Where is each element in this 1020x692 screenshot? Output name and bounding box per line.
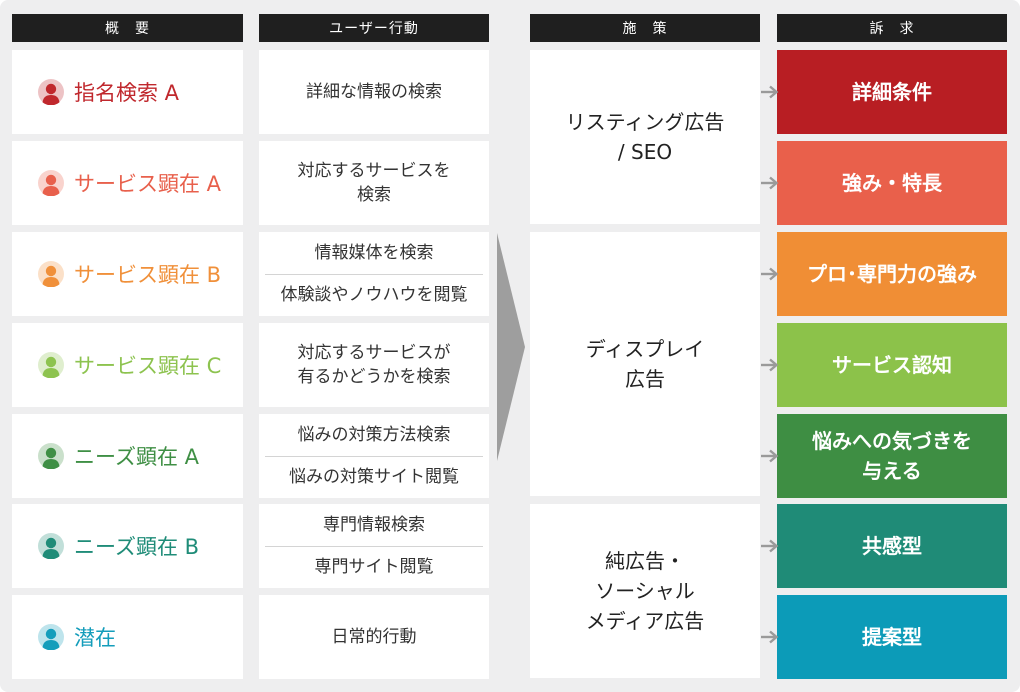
- measure-label: ディスプレイ 広告: [585, 337, 705, 391]
- user-action-label: 対応するサービスが 有るかどうかを検索: [297, 343, 451, 387]
- user-action-label: 専門サイト閲覧: [314, 557, 434, 578]
- appeal-label: 共感型: [862, 534, 922, 558]
- overview-item: サービス顕在 B: [12, 232, 243, 316]
- arrow-right-icon: [761, 539, 779, 553]
- user-action-label: 体験談やノウハウを閲覧: [280, 285, 468, 306]
- arrow-right-icon: [761, 267, 779, 281]
- user-action-item: 情報媒体を検索体験談やノウハウを閲覧: [259, 232, 489, 316]
- person-icon: [38, 624, 64, 650]
- overview-item: サービス顕在 C: [12, 323, 243, 407]
- user-action-item: 専門情報検索専門サイト閲覧: [259, 504, 489, 588]
- arrow-right-icon: [761, 449, 779, 463]
- user-action-label: 悩みの対策方法検索: [297, 424, 451, 445]
- overview-label: ニーズ顕在 B: [74, 535, 200, 559]
- person-icon: [38, 443, 64, 469]
- user-action-item: 日常的行動: [259, 595, 489, 679]
- arrow-right-icon: [761, 85, 779, 99]
- flow-arrow-icon: [497, 233, 525, 461]
- overview-label: 潜在: [74, 626, 116, 650]
- appeal-item: 詳細条件: [777, 50, 1007, 134]
- appeal-item: 悩みへの気づきを 与える: [777, 414, 1007, 498]
- appeal-item: 共感型: [777, 504, 1007, 588]
- divider: [265, 545, 483, 547]
- appeal-item: 提案型: [777, 595, 1007, 679]
- measure-display-ads: ディスプレイ 広告: [530, 232, 760, 496]
- arrow-right-icon: [761, 176, 779, 190]
- overview-label: サービス顕在 B: [74, 263, 222, 287]
- overview-item: サービス顕在 A: [12, 141, 243, 225]
- measure-pure-social-ads: 純広告・ ソーシャル メディア広告: [530, 504, 760, 678]
- header-overview: 概 要: [12, 14, 243, 42]
- appeal-label: 強み・特長: [842, 171, 942, 195]
- user-action-item: 対応するサービスを 検索: [259, 141, 489, 225]
- person-icon: [38, 533, 64, 559]
- appeal-label: プロ･専門力の強み: [807, 262, 977, 286]
- measure-label: リスティング広告 / SEO: [565, 110, 725, 164]
- appeal-item: 強み・特長: [777, 141, 1007, 225]
- user-action-item: 詳細な情報の検索: [259, 50, 489, 134]
- header-appeal: 訴 求: [777, 14, 1007, 42]
- overview-label: ニーズ顕在 A: [74, 445, 199, 469]
- divider: [265, 455, 483, 457]
- measure-listing-seo: リスティング広告 / SEO: [530, 50, 760, 224]
- person-icon: [38, 170, 64, 196]
- appeal-label: 提案型: [862, 625, 922, 649]
- user-action-item: 対応するサービスが 有るかどうかを検索: [259, 323, 489, 407]
- person-icon: [38, 261, 64, 287]
- user-action-label: 詳細な情報の検索: [306, 82, 442, 102]
- appeal-label: サービス認知: [832, 353, 952, 377]
- header-measure: 施 策: [530, 14, 760, 42]
- user-action-label: 専門情報検索: [323, 514, 425, 535]
- user-action-item: 悩みの対策方法検索悩みの対策サイト閲覧: [259, 414, 489, 498]
- arrow-right-icon: [761, 630, 779, 644]
- divider: [265, 273, 483, 275]
- appeal-label: 悩みへの気づきを 与える: [812, 429, 972, 483]
- overview-label: サービス顕在 C: [74, 354, 222, 378]
- appeal-item: サービス認知: [777, 323, 1007, 407]
- person-icon: [38, 352, 64, 378]
- person-icon: [38, 79, 64, 105]
- overview-item: 指名検索 A: [12, 50, 243, 134]
- overview-label: 指名検索 A: [74, 81, 180, 105]
- overview-item: ニーズ顕在 A: [12, 414, 243, 498]
- user-action-label: 悩みの対策サイト閲覧: [289, 467, 459, 488]
- header-user-action: ユーザー行動: [259, 14, 489, 42]
- overview-item: ニーズ顕在 B: [12, 504, 243, 588]
- overview-label: サービス顕在 A: [74, 172, 222, 196]
- arrow-right-icon: [761, 358, 779, 372]
- appeal-label: 詳細条件: [852, 80, 932, 104]
- user-action-label: 日常的行動: [331, 627, 417, 647]
- overview-item: 潜在: [12, 595, 243, 679]
- measure-label: 純広告・ ソーシャル メディア広告: [585, 549, 705, 633]
- user-action-label: 対応するサービスを 検索: [297, 161, 451, 205]
- user-action-label: 情報媒体を検索: [314, 242, 434, 263]
- appeal-item: プロ･専門力の強み: [777, 232, 1007, 316]
